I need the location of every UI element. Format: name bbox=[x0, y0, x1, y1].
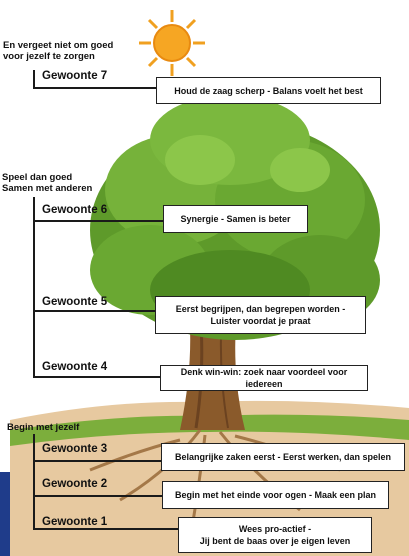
connector-line bbox=[33, 310, 155, 312]
habit-4-label: Gewoonte 4 bbox=[42, 361, 108, 373]
bracket-line bbox=[33, 197, 35, 377]
description-line: Wees pro-actief - bbox=[238, 524, 312, 534]
habit-2-label: Gewoonte 2 bbox=[42, 478, 108, 490]
description-line: Jij bent de baas over je eigen leven bbox=[199, 536, 351, 546]
group-label-line: Speel dan goed bbox=[2, 172, 73, 183]
habit-6-label: Gewoonte 6 bbox=[42, 204, 108, 216]
connector-line bbox=[33, 376, 160, 378]
bracket-line bbox=[33, 70, 35, 88]
description-line: Houd de zaag scherp - Balans voelt het b… bbox=[174, 85, 363, 96]
connector-line bbox=[33, 495, 162, 497]
habit-6-description: Synergie - Samen is beter bbox=[163, 205, 308, 233]
description-line: Begin met het einde voor ogen - Maak een… bbox=[174, 490, 377, 500]
connector-line bbox=[33, 528, 178, 530]
habit-7-description: Houd de zaag scherp - Balans voelt het b… bbox=[156, 77, 381, 104]
habit-5-description: Eerst begrijpen, dan begrepen worden - L… bbox=[155, 296, 366, 334]
bracket-line bbox=[33, 434, 35, 529]
sun-icon bbox=[139, 10, 205, 76]
connector-line bbox=[33, 87, 156, 89]
description-line: Belangrijke zaken eerst - Eerst werken, … bbox=[174, 452, 392, 462]
side-accent-bar bbox=[0, 472, 10, 556]
group-label-self-care: En vergeet niet om goed voor jezelf te z… bbox=[3, 40, 153, 62]
habit-7-label: Gewoonte 7 bbox=[42, 70, 108, 82]
group-label-line: voor jezelf te zorgen bbox=[3, 51, 95, 62]
group-label-line: Samen met anderen bbox=[2, 183, 93, 194]
group-label-line: Begin met jezelf bbox=[7, 422, 80, 433]
habit-4-description: Denk win-win: zoek naar voordeel voor ie… bbox=[160, 365, 368, 391]
description-line: Luister voordat je praat bbox=[210, 316, 311, 326]
group-label-together: Speel dan goed Samen met anderen bbox=[2, 172, 152, 194]
group-label-line: En vergeet niet om goed bbox=[3, 40, 114, 51]
description-line: Synergie - Samen is beter bbox=[180, 214, 291, 224]
description-line: Eerst begrijpen, dan begrepen worden - bbox=[175, 304, 346, 314]
habit-1-description: Wees pro-actief - Jij bent de baas over … bbox=[178, 517, 372, 553]
connector-line bbox=[33, 220, 163, 222]
group-label-self: Begin met jezelf bbox=[7, 422, 157, 433]
habit-2-description: Begin met het einde voor ogen - Maak een… bbox=[162, 481, 389, 509]
habit-3-description: Belangrijke zaken eerst - Eerst werken, … bbox=[161, 443, 405, 471]
habit-1-label: Gewoonte 1 bbox=[42, 516, 108, 528]
habit-3-label: Gewoonte 3 bbox=[42, 443, 108, 455]
connector-line bbox=[33, 460, 161, 462]
habit-5-label: Gewoonte 5 bbox=[42, 296, 108, 308]
description-line: Denk win-win: zoek naar voordeel voor ie… bbox=[180, 367, 348, 389]
